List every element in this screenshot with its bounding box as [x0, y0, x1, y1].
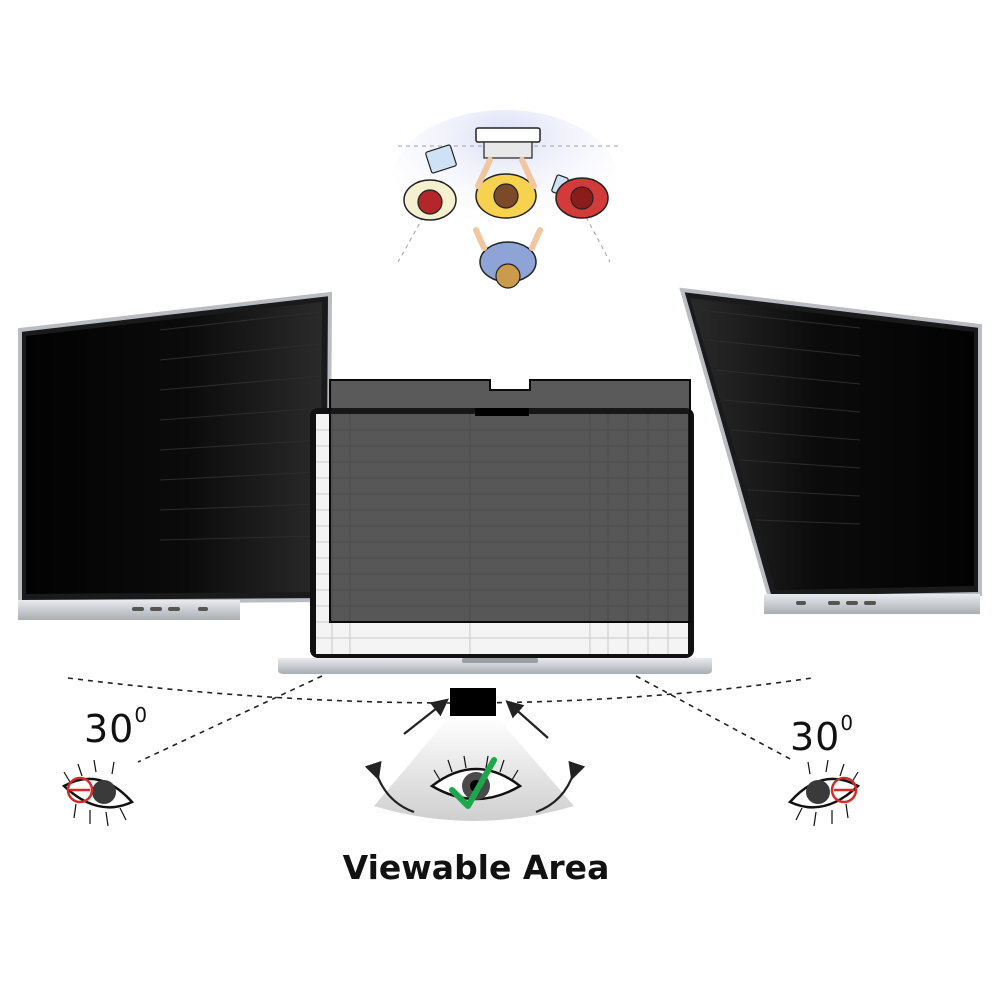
right-angle-unit: 0: [840, 711, 855, 735]
eye-check-icon: [429, 755, 523, 809]
viewable-area-caption: Viewable Area: [342, 848, 610, 887]
right-angle-label: 300: [790, 711, 854, 759]
viewers-top-view-illustration: [393, 110, 622, 289]
left-angle-unit: 0: [134, 703, 149, 727]
angle-arrows: [364, 698, 586, 814]
privacy-filter-icon: [329, 379, 691, 623]
left-laptop-icon: [18, 291, 333, 620]
left-angle-label: 300: [84, 703, 148, 751]
center-laptop-icon: [278, 379, 712, 674]
right-laptop-icon: [679, 287, 982, 614]
right-angle-value: 30: [790, 715, 841, 759]
left-angle-value: 30: [84, 707, 135, 751]
viewing-angle-guides: [67, 675, 813, 763]
eye-blocked-icon: [61, 759, 135, 827]
filter-sample-icon: [450, 688, 496, 716]
eye-blocked-icon: [787, 759, 861, 827]
